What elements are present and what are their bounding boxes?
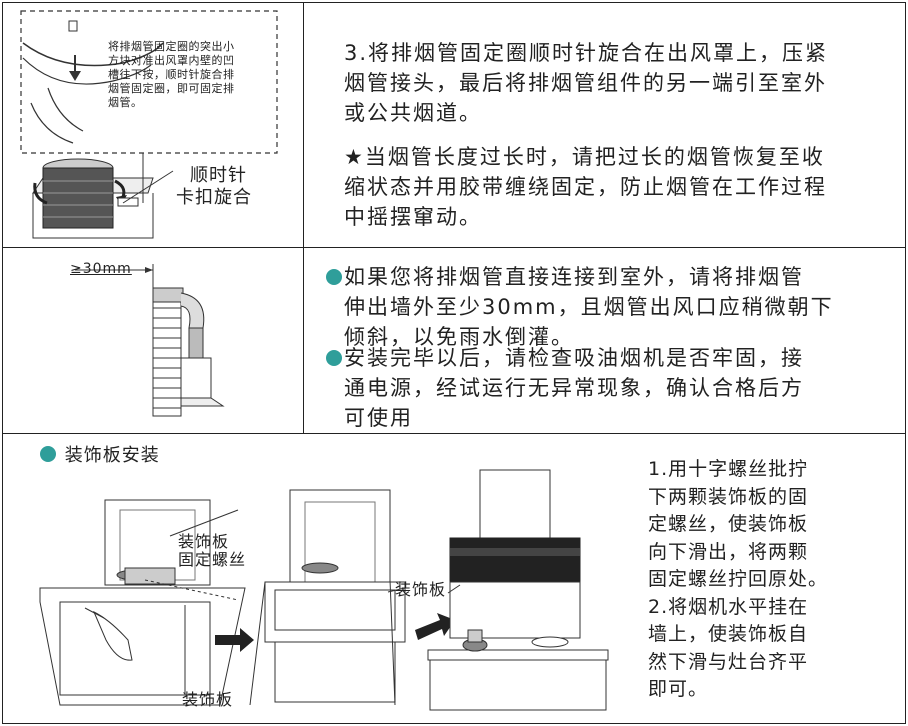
row-divider-2 — [2, 433, 906, 434]
rotate-label-2: 卡扣旋合 — [176, 187, 252, 208]
label-screw-line-2: 固定螺丝 — [178, 550, 247, 569]
wall-outlet-illustration — [75, 264, 225, 417]
dimension-label: ≥30mm — [70, 261, 132, 277]
outlet-bullet-2: 安装完毕以后，请检查吸油烟机是否牢固，接 通电源，经试运行无异常现象，确认合格后… — [326, 343, 804, 433]
panel-steps: 1.用十字螺丝批拧 下两颗装饰板的固 定螺丝，使装饰板 向下滑出，将两颗 固定螺… — [648, 458, 829, 700]
bullet-dot — [326, 350, 342, 366]
callout-note: 将排烟管固定圈的突出小 方块对准出风罩内壁的凹 槽往下按，顺时针旋合排 烟管固定… — [108, 40, 235, 109]
row-divider-1 — [2, 247, 906, 248]
label-panel-right: 装饰板 — [395, 580, 447, 599]
bullet-dot — [326, 269, 342, 285]
step3-text: 3.将排烟管固定圈顺时针旋合在出风罩上，压紧 烟管接头，最后将排烟管组件的另一端… — [344, 41, 829, 125]
label-screw-line-1: 装饰板 — [178, 532, 230, 551]
outlet-bullet-1: 如果您将排烟管直接连接到室外，请将排烟管 伸出墙外至少30mm，且烟管出风口应稍… — [326, 262, 834, 352]
rotate-label-1: 顺时针 — [190, 165, 247, 186]
bullet-dot — [40, 446, 56, 462]
exhaust-ring-illustration — [20, 10, 278, 239]
warning-note: ★当烟管长度过长时，请把过长的烟管恢复至收 缩状态并用胶带缠绕固定，防止烟管在工… — [344, 145, 827, 229]
label-panel-bottom: 装饰板 — [182, 690, 234, 709]
column-divider — [303, 2, 304, 434]
panel-install-illustration — [39, 469, 609, 711]
section-heading: 装饰板安装 — [40, 446, 160, 465]
